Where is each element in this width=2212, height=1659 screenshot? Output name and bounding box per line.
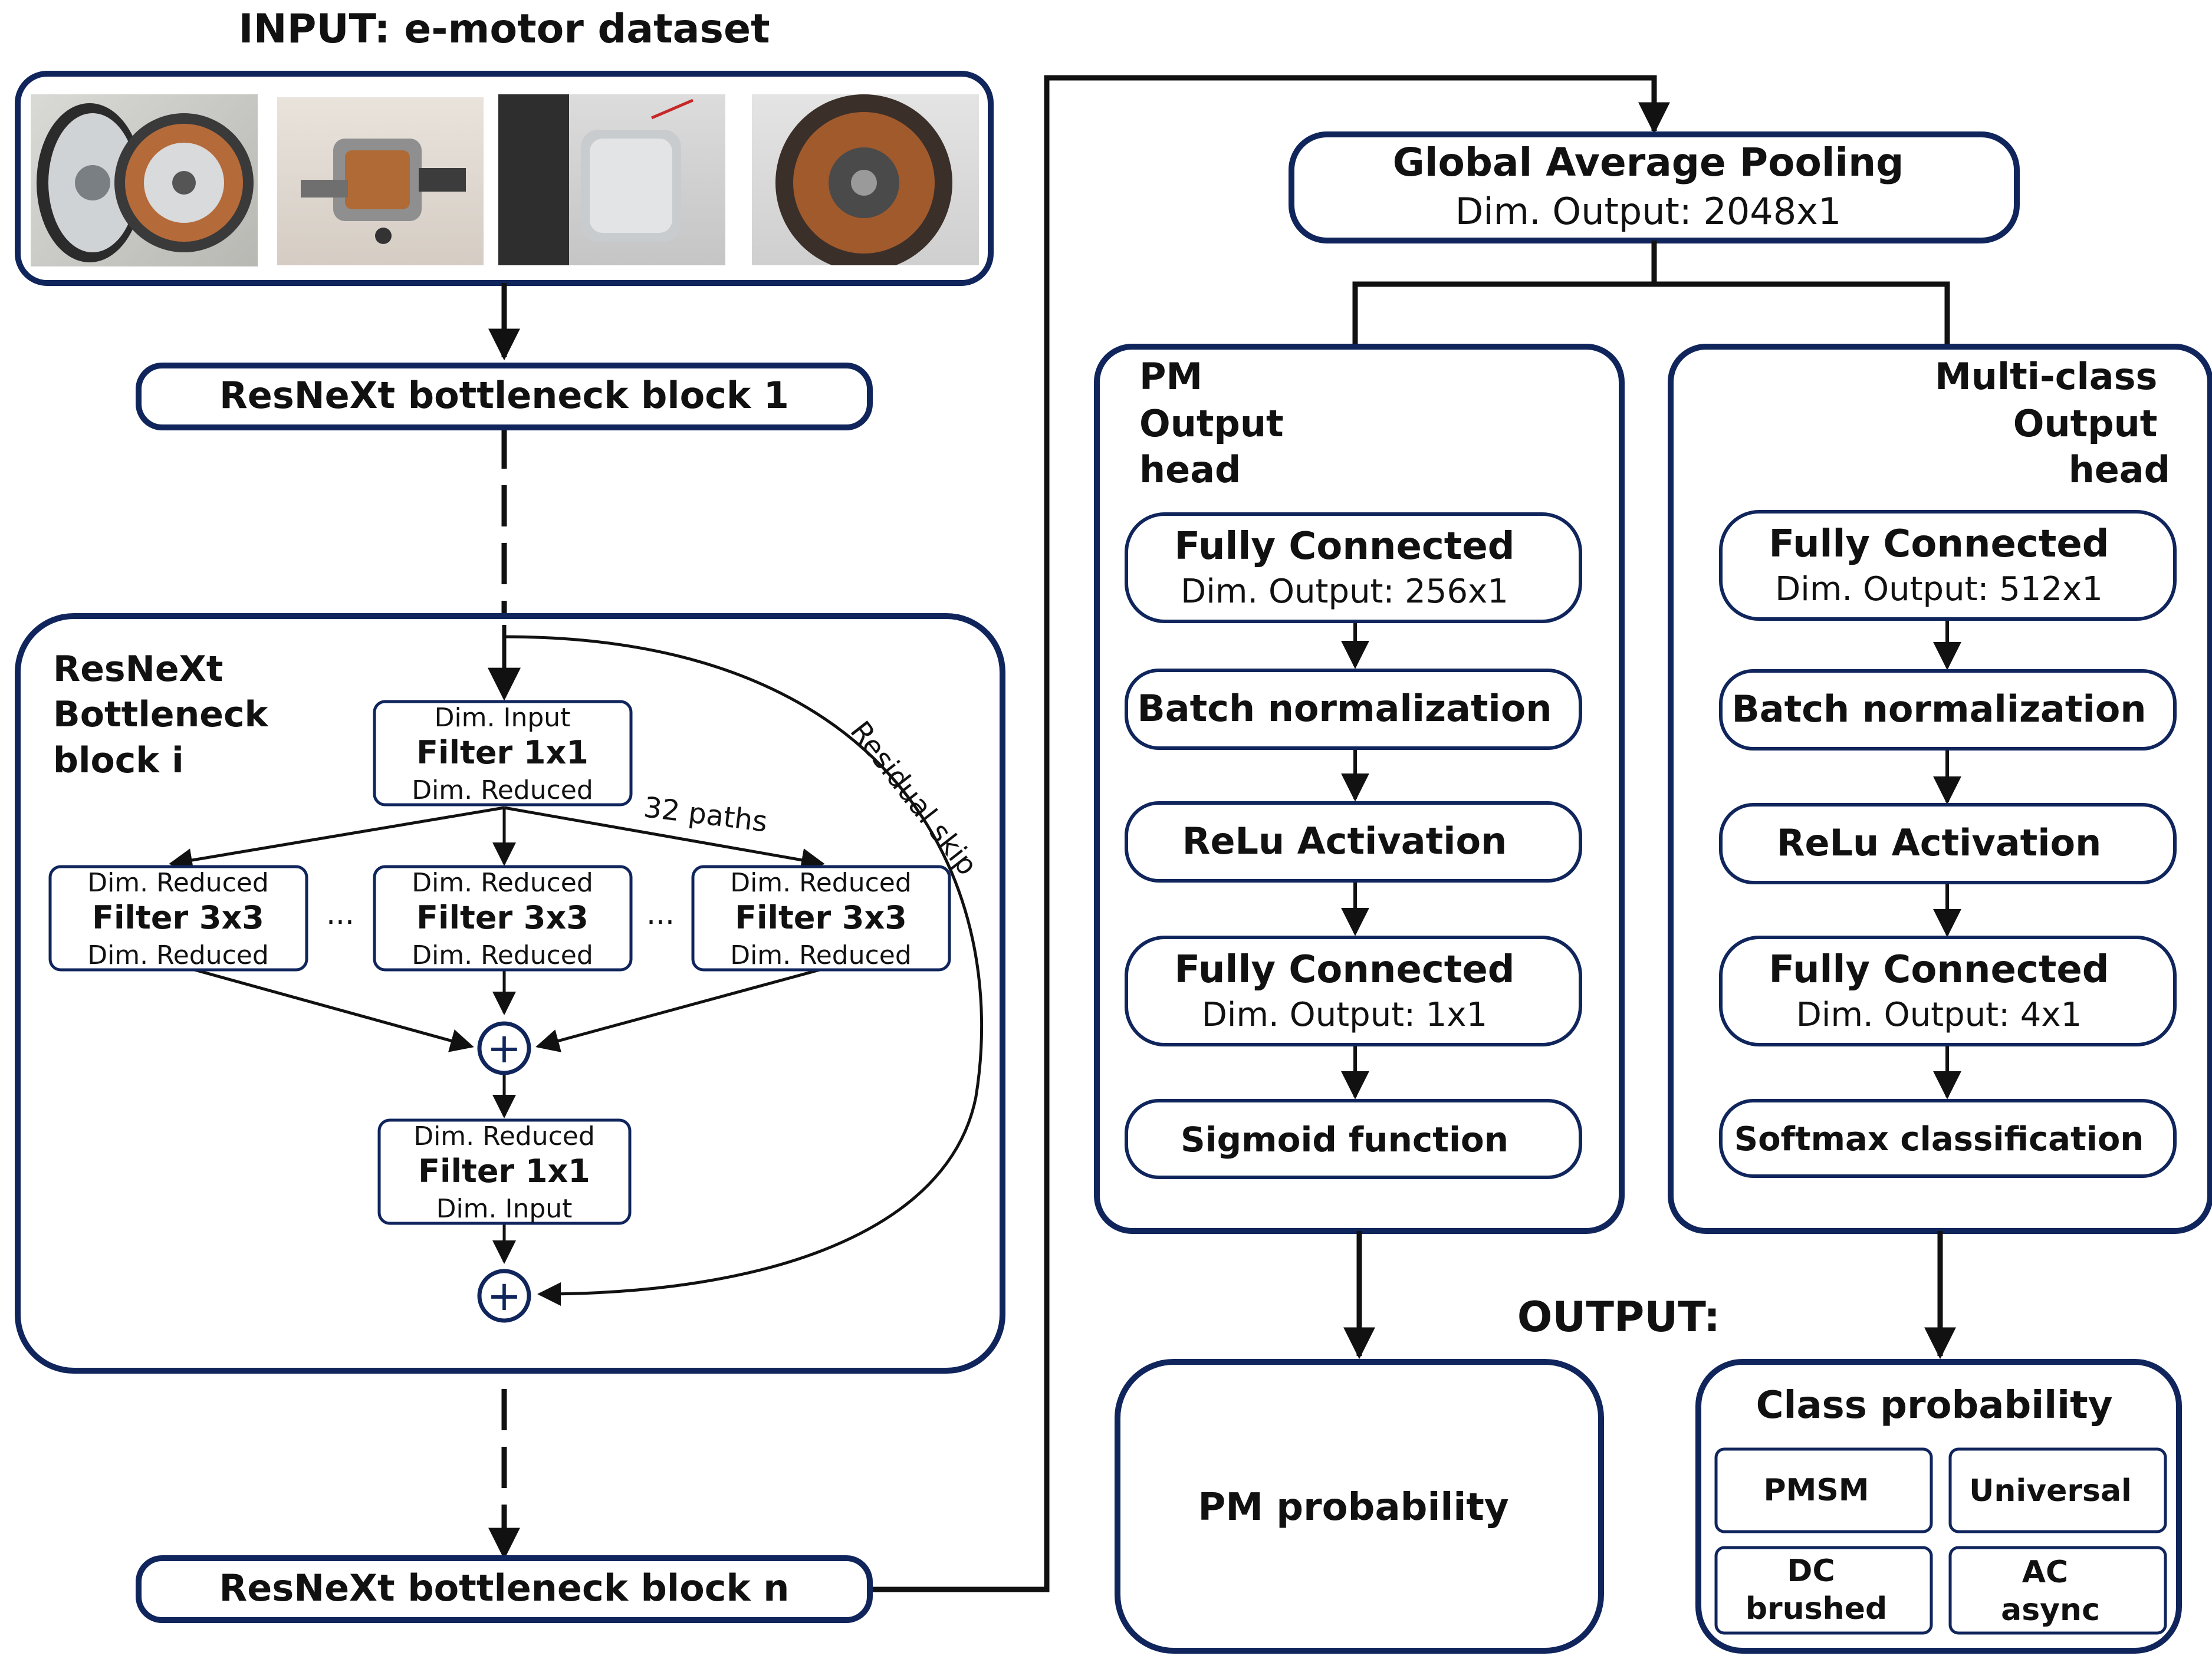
resnext-block-1: [136, 363, 873, 430]
branch-ellipsis-left: ...: [326, 897, 354, 931]
filter-1x1-reduce-input-dim: Dim. Input: [435, 703, 571, 733]
global-average-pooling-output-dim: Dim. Output: 2048x1: [1455, 190, 1842, 233]
pm-fc1-output-dim: Dim. Output: 256x1: [1181, 572, 1508, 611]
filter-1x1-restore-title: Filter 1x1: [418, 1153, 590, 1190]
multiclass-fc2-output-dim: Dim. Output: 4x1: [1796, 996, 2082, 1034]
residual-sum-symbol: +: [487, 1272, 522, 1320]
class-probability-title: Class probability: [1756, 1384, 2113, 1427]
bottleneck-connectors: [169, 625, 984, 1306]
branch-sum-node: +: [477, 1021, 531, 1075]
class-ac-async-label: AC async: [2001, 1555, 2100, 1628]
dc-brushed-motor-photo: [498, 94, 725, 265]
branch-middle-input-dim: Dim. Reduced: [412, 868, 593, 898]
class-ac-async: [1948, 1546, 2167, 1635]
pm-head-connectors: [1341, 622, 1375, 1360]
filter-1x1-reduce-output-dim: Dim. Reduced: [412, 775, 593, 805]
branch-first-input-dim: Dim. Reduced: [87, 868, 269, 898]
class-dc-brushed: [1714, 1546, 1933, 1635]
multiclass-fc1-output-dim: Dim. Output: 512x1: [1775, 570, 2103, 608]
class-universal-label: Universal: [1969, 1473, 2132, 1509]
branch-middle-title: Filter 3x3: [416, 899, 589, 936]
filter-3x3-branch-last: [691, 865, 951, 972]
pm-batch-normalization: [1125, 669, 1582, 750]
ac-async-stator-photo: [752, 94, 979, 265]
multiclass-fc1-title: Fully Connected: [1769, 522, 2109, 566]
class-universal: [1948, 1447, 2167, 1533]
multiclass-head-connectors: [1924, 620, 1961, 1360]
resnext-block-n-label: ResNeXt bottleneck block n: [219, 1566, 790, 1609]
universal-motor-photo: [277, 97, 484, 265]
branch-first-output-dim: Dim. Reduced: [87, 940, 269, 970]
branch-last-title: Filter 3x3: [735, 899, 907, 936]
filter-3x3-branch-middle: [373, 865, 633, 972]
pm-fully-connected-1: [1125, 512, 1582, 623]
bottleneck-title: ResNeXt Bottleneck block i: [53, 649, 280, 781]
branch-last-output-dim: Dim. Reduced: [730, 940, 912, 970]
pm-fc2-title: Fully Connected: [1174, 948, 1514, 992]
multiclass-relu-activation: [1719, 803, 2177, 884]
class-pmsm: [1714, 1447, 1933, 1533]
multiclass-fully-connected-1: [1719, 510, 2177, 621]
branch-first-title: Filter 3x3: [92, 899, 264, 936]
multiclass-output-head-title: Multi-class Output head: [1935, 355, 2170, 491]
in-wheel-motor-photo: [31, 94, 258, 266]
resnext-block-n: [136, 1555, 873, 1623]
pm-relu-activation: [1125, 801, 1582, 883]
pm-batch-normalization-label: Batch normalization: [1137, 687, 1552, 730]
pm-output-head-title: PM Output head: [1139, 355, 1296, 491]
filter-1x1-restore-input-dim: Dim. Reduced: [413, 1121, 595, 1151]
pm-probability-label: PM probability: [1198, 1486, 1508, 1529]
resnext-block-1-label: ResNeXt bottleneck block 1: [219, 374, 789, 417]
input-title: INPUT: e-motor dataset: [238, 6, 770, 52]
multiclass-batch-normalization: [1719, 669, 2177, 750]
class-dc-brushed-label: DC brushed: [1746, 1553, 1887, 1627]
class-pmsm-label: PMSM: [1763, 1473, 1869, 1508]
pm-fc1-title: Fully Connected: [1174, 525, 1514, 568]
filter-1x1-reduce-title: Filter 1x1: [416, 734, 589, 771]
filter-1x1-restore-box: [377, 1118, 632, 1225]
multiclass-softmax-label: Softmax classification: [1734, 1120, 2144, 1158]
global-average-pooling-title: Global Average Pooling: [1393, 140, 1904, 185]
pm-relu-activation-label: ReLu Activation: [1182, 819, 1507, 863]
multiclass-batch-normalization-label: Batch normalization: [1731, 687, 2146, 730]
branch-ellipsis-right: ...: [646, 897, 675, 931]
multiclass-softmax-classification: [1719, 1099, 2177, 1178]
filter-1x1-reduce-box: [373, 700, 633, 807]
pm-probability-box: [1115, 1359, 1604, 1654]
pm-sigmoid-function: [1125, 1099, 1582, 1179]
output-label: OUTPUT:: [1517, 1293, 1720, 1341]
branch-last-input-dim: Dim. Reduced: [730, 868, 912, 898]
branch-middle-output-dim: Dim. Reduced: [412, 940, 593, 970]
multiclass-fc2-title: Fully Connected: [1769, 948, 2109, 992]
pm-sigmoid-function-label: Sigmoid function: [1181, 1120, 1508, 1160]
filter-3x3-branch-first: [48, 865, 308, 972]
multiclass-relu-activation-label: ReLu Activation: [1777, 821, 2102, 864]
residual-sum-node: +: [477, 1269, 531, 1323]
branch-sum-symbol: +: [487, 1024, 522, 1072]
pm-fully-connected-2: [1125, 936, 1582, 1046]
filter-1x1-restore-output-dim: Dim. Input: [436, 1194, 573, 1224]
multiclass-fully-connected-2: [1719, 936, 2177, 1046]
pm-fc2-output-dim: Dim. Output: 1x1: [1202, 996, 1487, 1034]
